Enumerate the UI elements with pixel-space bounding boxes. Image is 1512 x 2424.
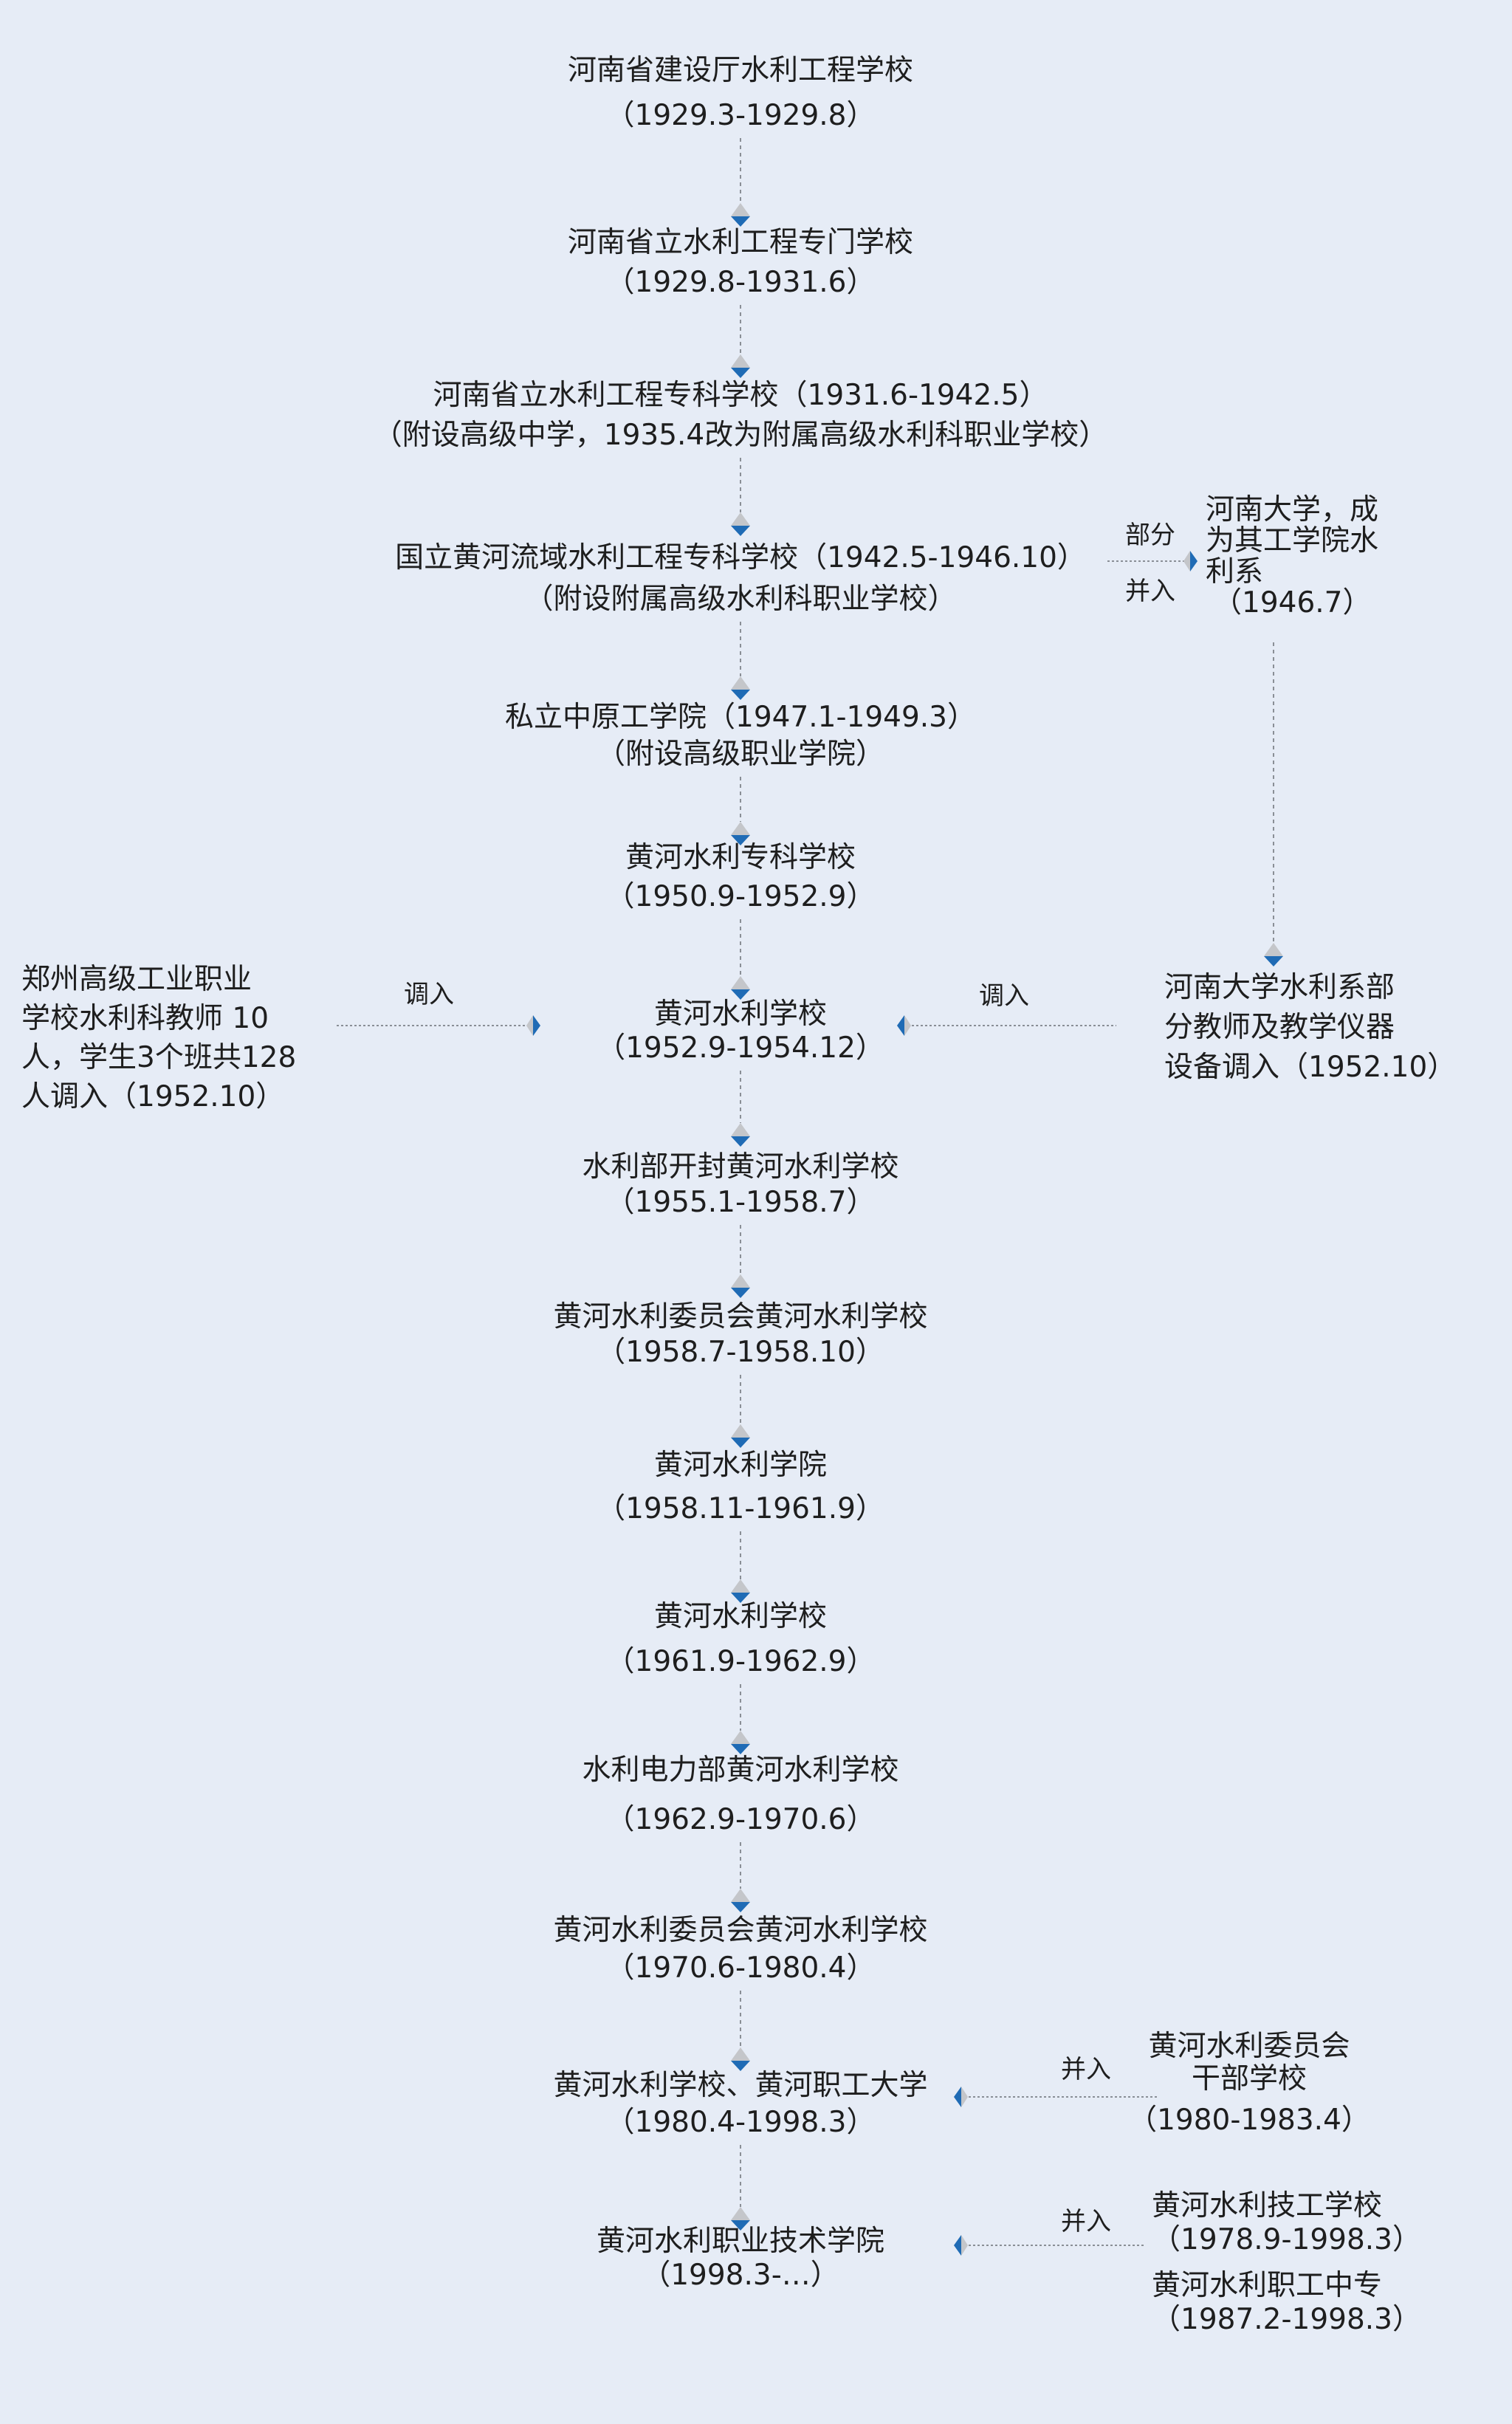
henan-univ-block: 河南大学，成 为其工学院水 利系 （1946.7） [1206,495,1378,619]
text-line: 人调入（1952.10） [21,1080,285,1113]
node-name: 国立黄河流域水利工程专科学校（1942.5-1946.10） [395,541,1086,574]
node-name: 河南省立水利工程专门学校 [567,226,914,259]
arrow-down-icon [731,512,750,526]
arrow-down-icon [731,1889,750,1902]
node-name: 河南省建设厅水利工程学校 [567,54,914,87]
arrow-down-icon [731,2047,750,2061]
label-merge: 并入 [1125,577,1175,606]
text-line: （1987.2-1998.3） [1152,2303,1421,2336]
arrow-down-icon [731,2061,750,2071]
arrow-down-icon [731,368,750,378]
text-line: 干部学校 [1191,2062,1307,2095]
node-dates: （1962.9-1970.6） [605,1803,876,1836]
arrow-down-icon [731,216,750,227]
text-line: 利系 [1206,555,1264,588]
arrow-down-icon [731,676,750,690]
node-dates: （1929.8-1931.6） [605,266,876,299]
label-partial: 部分 [1125,521,1175,550]
arrow-down-icon [731,1288,750,1298]
arrow-down-icon [1264,943,1283,956]
arrow-down-icon [731,2207,750,2220]
node-name: 水利电力部黄河水利学校 [582,1754,899,1787]
text-line: 郑州高级工业职业 [21,963,252,996]
arrow-down-icon [731,835,750,845]
text-line: 分教师及教学仪器 [1164,1011,1395,1044]
text-line: 设备调入（1952.10） [1164,1051,1457,1084]
text-line: 学校水利科教师 10 [21,1002,269,1035]
arrow-down-icon [731,822,750,835]
text-line: 河南大学水利系部 [1164,971,1395,1004]
arrow-down-icon [731,1123,750,1136]
node-dates: （1950.9-1952.9） [605,880,876,913]
arrow-left-icon [961,2087,968,2107]
node-dates: （附设高级中学，1935.4改为附属高级水利科职业学校） [373,419,1108,452]
node-name: 河南省立水利工程专科学校（1931.6-1942.5） [433,379,1048,412]
node-name: 私立中原工学院（1947.1-1949.3） [505,701,976,734]
arrow-down-icon [731,1731,750,1744]
arrow-down-icon [731,1424,750,1438]
arrow-right-icon [1183,551,1190,571]
node-name: 黄河水利学校、黄河职工大学 [553,2069,928,2102]
arrow-down-icon [731,526,750,536]
node-dates: （附设附属高级水利科职业学校） [524,583,957,616]
arrow-down-icon [731,1902,750,1912]
node-dates: （附设高级职业学院） [596,738,885,771]
node-name: 水利部开封黄河水利学校 [582,1150,899,1184]
node-name: 黄河水利学院 [653,1449,828,1482]
text-line: 为其工学院水 [1206,524,1379,557]
arrow-left-icon [961,2235,968,2256]
text-line: 黄河水利职工中专 [1152,2269,1383,2302]
node-dates: （1955.1-1958.7） [605,1186,876,1219]
text-line: 黄河水利技工学校 [1152,2189,1383,2222]
node-dates: （1952.9-1954.12） [597,1031,884,1065]
arrow-down-icon [731,203,750,216]
node-dates: （1958.11-1961.9） [597,1492,884,1525]
arrow-left-icon [954,2087,961,2107]
arrow-down-icon [731,1274,750,1288]
arrow-down-icon [731,976,750,989]
node-name: 黄河水利委员会黄河水利学校 [553,1300,928,1333]
label-merge-cadre: 并入 [1061,2055,1111,2084]
node-name: 黄河水利专科学校 [625,841,856,874]
text-line: 黄河水利委员会 [1148,2030,1350,2063]
cadre-school-block: 黄河水利委员会 干部学校 （1980-1983.4） [1128,2030,1370,2137]
arrow-down-icon [1264,956,1283,966]
arrow-down-icon [731,1438,750,1448]
arrow-left-icon [954,2235,961,2256]
text-line: 河南大学，成 [1206,493,1379,526]
arrow-right-icon [526,1015,533,1036]
node-dates: （1998.3-…） [642,2259,839,2292]
arrow-down-icon [731,2220,750,2231]
label-transfer-right: 调入 [979,981,1029,1011]
text-line: （1980-1983.4） [1128,2104,1370,2137]
node-dates: （1961.9-1962.9） [605,1645,876,1678]
arrow-down-icon [731,1744,750,1754]
arrow-left-icon [904,1015,911,1036]
arrow-down-icon [731,1136,750,1147]
arrow-right-icon [1190,551,1197,571]
arrow-down-icon [731,1579,750,1593]
arrow-down-icon [731,690,750,700]
node-name: 黄河水利学校 [653,1600,828,1633]
node-dates: （1929.3-1929.8） [605,99,876,132]
arrow-down-icon [731,1593,750,1603]
node-dates: （1958.7-1958.10） [597,1336,884,1369]
node-name: 黄河水利学校 [653,998,828,1031]
arrow-right-icon [533,1015,540,1036]
henan-transfer-block: 河南大学水利系部 分教师及教学仪器 设备调入（1952.10） [1164,968,1456,1088]
node-name: 黄河水利委员会黄河水利学校 [553,1914,928,1947]
text-line: （1978.9-1998.3） [1152,2223,1421,2256]
node-dates: （1980.4-1998.3） [605,2106,876,2139]
text-line: （1946.7） [1213,586,1372,619]
label-merge-tech: 并入 [1061,2207,1111,2236]
label-transfer-left: 调入 [404,980,454,1009]
text-line: 人，学生3个班共128 [21,1041,297,1074]
zhengzhou-transfer-block: 郑州高级工业职业 学校水利科教师 10 人，学生3个班共128 人调入（1952… [21,960,296,1116]
tech-schools-block: 黄河水利技工学校 （1978.9-1998.3） 黄河水利职工中专 （1987.… [1152,2189,1421,2337]
node-dates: （1970.6-1980.4） [605,1951,876,1985]
arrow-down-icon [731,989,750,1000]
arrow-left-icon [897,1015,904,1036]
arrow-down-icon [731,354,750,368]
node-name: 黄河水利职业技术学院 [596,2225,885,2258]
